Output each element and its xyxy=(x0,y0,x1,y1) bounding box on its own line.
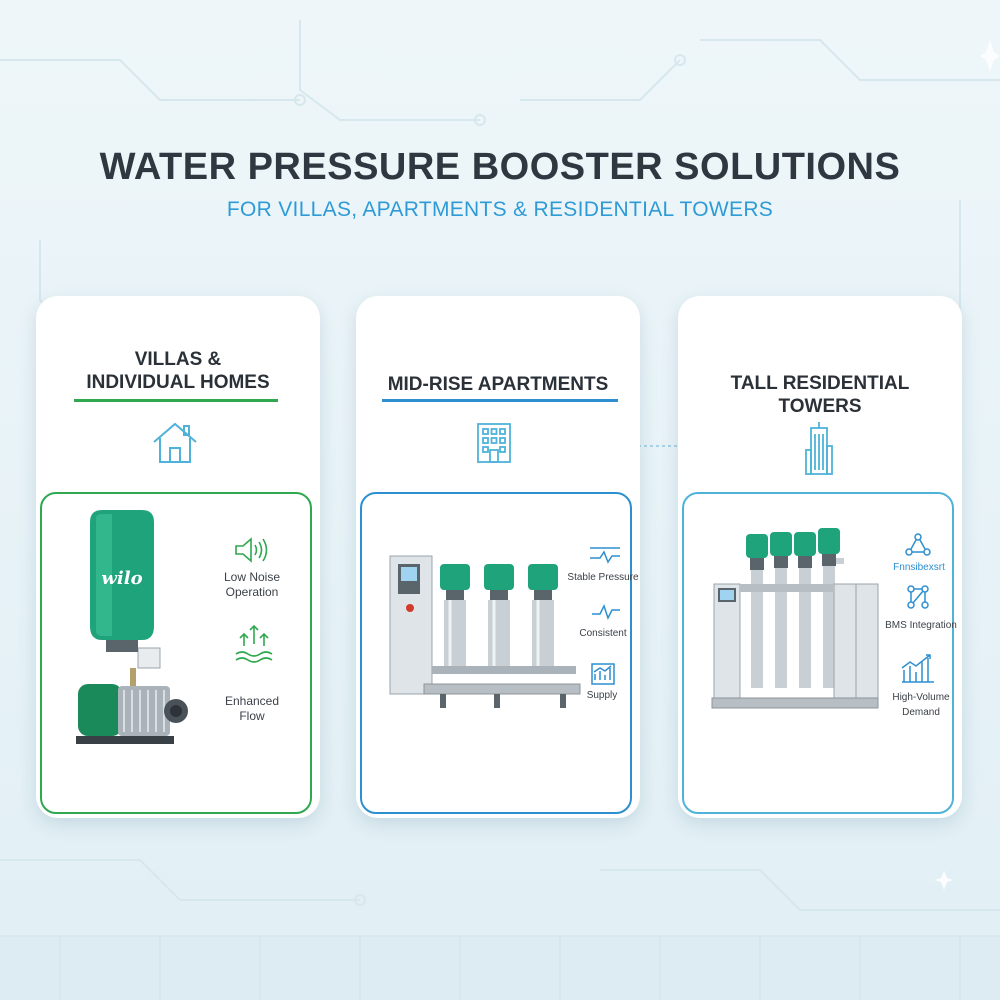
apartment-building-icon xyxy=(477,423,511,463)
product-panel: Fnnsibexsrt BMS Integration High-Volume … xyxy=(682,492,957,814)
house-icon xyxy=(153,422,197,463)
feature-text: High-Volume xyxy=(892,692,950,703)
feature-text: Enhanced xyxy=(224,694,280,708)
feature-label: Consistent xyxy=(562,626,644,641)
flow-arrows-icon xyxy=(235,624,273,663)
feature-label: BMS Integration xyxy=(882,618,960,633)
card-tall-towers: TALL RESIDENTIAL TOWERS xyxy=(678,296,962,818)
feature-text: Operation xyxy=(225,585,279,599)
booster-set-three-pumps-image xyxy=(389,555,581,708)
heading-line: TOWERS xyxy=(778,396,862,417)
wilo-pump-image: wilo xyxy=(76,510,188,744)
feature-text: Supply xyxy=(586,690,618,701)
feature-label: Low Noise Operation xyxy=(202,570,302,600)
product-panel: Stable Pressure Consistent Supply xyxy=(360,492,639,814)
pulse-icon xyxy=(592,604,620,620)
product-panel: wilo Low Noise Operation xyxy=(40,492,312,814)
heading-line: VILLAS & xyxy=(134,349,222,370)
skyscraper-icon xyxy=(805,422,833,475)
feature-text: Consistent xyxy=(579,628,627,639)
feature-label: High-Volume Demand xyxy=(882,690,960,720)
page-title: WATER PRESSURE BOOSTER SOLUTIONS xyxy=(99,146,901,188)
bar-chart-icon xyxy=(591,663,615,685)
card-villas: VILLAS & INDIVIDUAL HOMES wilo xyxy=(36,296,320,818)
feature-label: Enhanced Flow xyxy=(202,694,302,724)
network-icon xyxy=(905,533,931,556)
heading-underline xyxy=(74,399,278,402)
network-nodes-icon xyxy=(907,585,929,609)
feature-label: Stable Pressure xyxy=(562,570,644,585)
rising-chart-icon xyxy=(901,654,934,683)
heading-line: MID-RISE APARTMENTS xyxy=(387,374,609,395)
feature-text: Flow xyxy=(239,709,265,723)
svg-text:wilo: wilo xyxy=(101,568,142,589)
heading-line: INDIVIDUAL HOMES xyxy=(86,372,270,393)
heading-line: TALL RESIDENTIAL xyxy=(730,373,910,394)
feature-text: Stable Pressure xyxy=(567,572,639,583)
feature-text: Low Noise xyxy=(223,570,281,584)
heading-underline xyxy=(382,399,618,402)
speaker-icon xyxy=(235,537,268,563)
feature-label: Supply xyxy=(572,688,632,703)
feature-label: Fnnsibexsrt xyxy=(884,560,954,575)
sparkle-icon xyxy=(934,40,1000,890)
card-heading: TALL RESIDENTIAL TOWERS xyxy=(678,372,962,418)
page-subtitle: FOR VILLAS, APARTMENTS & RESIDENTIAL TOW… xyxy=(226,198,774,221)
card-heading: MID-RISE APARTMENTS xyxy=(356,373,640,396)
feature-text: Fnnsibexsrt xyxy=(893,562,945,573)
feature-text: BMS Integration xyxy=(885,620,957,631)
pressure-wave-icon xyxy=(590,547,620,564)
feature-text: Demand xyxy=(902,707,940,718)
card-heading: VILLAS & INDIVIDUAL HOMES xyxy=(36,348,320,394)
card-mid-rise: MID-RISE APARTMENTS xyxy=(356,296,640,818)
booster-set-four-pumps-image xyxy=(711,528,879,709)
